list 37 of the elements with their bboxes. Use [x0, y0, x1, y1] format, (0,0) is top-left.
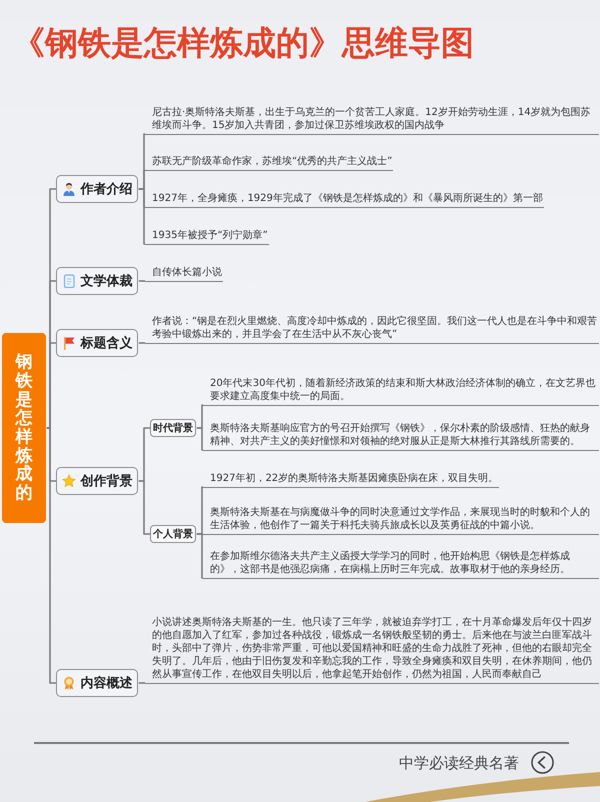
connector-line	[196, 427, 204, 451]
note-text: 自传体长篇小说	[145, 266, 223, 282]
central-topic-box	[2, 333, 46, 523]
subtopic-box: 个人背景	[150, 525, 196, 543]
note-text: 作者说：“钢是在烈火里燃烧、高度冷却中炼成的，因此它很坚固。我们这一代人也是在斗争中和艰苦考验中锻炼出来的，并且学会了在生活中从不灰心丧气”	[145, 314, 599, 344]
topic-label: 标题含义	[80, 334, 132, 352]
topic-label: 创作背景	[80, 472, 132, 490]
topic-box	[56, 329, 138, 357]
topic-label: 文学体裁	[80, 272, 132, 290]
note-text: 1927年，全身瘫痪，1929年完成了《钢铁是怎样炼成的》和《暴风雨所诞生的》第一部	[145, 192, 544, 208]
topic-box	[56, 669, 138, 697]
note-text: 20年代末30年代初，随着新经济政策的结束和斯大林政治经济体制的确立，在文艺界也要求建立高度集中统一的局面。	[203, 376, 599, 406]
connector-line	[196, 533, 203, 535]
note-text: 1935年被授予“列宁勋章”	[145, 228, 269, 245]
connector-line	[138, 682, 145, 684]
note-text: 奥斯特洛夫斯基响应官方的号召开始撰写《钢铁》，保尔朴素的阶级感情、狂热的献身精神、对共产主义的美好憧憬和对领袖的绝对服从正是斯大林推行其路线所需要的。	[203, 422, 599, 451]
central-topic-text: 钢铁是怎样炼成的	[16, 353, 32, 503]
footer-text: 中学必读经典名著	[399, 753, 519, 773]
note-text: 奥斯特洛夫斯基在与病魔做斗争的同时决意通过文学作品，来展现当时的时貌和个人的生活体验，他创作了一篇关于科托夫骑兵旅成长以及英勇征战的中篇小说。	[203, 506, 599, 535]
topic-label: 内容概述	[80, 674, 132, 692]
note-text: 尼古拉·奥斯特洛夫斯基，出生于乌克兰的一个贫苦工人家庭。12岁开始劳动生涯，14岁就为包围苏维埃而斗争。15岁加入共青团，参加过保卫苏维埃政权的国内战争	[145, 106, 599, 135]
connector-line	[138, 188, 146, 245]
topic-box	[56, 467, 138, 495]
note-text: 苏联无产阶级革命作家，苏维埃“优秀的共产主义战士”	[145, 154, 394, 171]
note-text: 1927年初，22岁的奥斯特洛夫斯基因瘫痪卧病在床，双目失明。	[203, 472, 500, 488]
note-text: 在参加斯维尔德洛夫共产主义函授大学学习的同时，他开始构思《钢铁是怎样炼成的》，这部书是他强忍病痛，在病榻上历时三年完成。故事取材于他的亲身经历。	[203, 550, 599, 579]
connector-line	[46, 427, 56, 684]
topic-box	[56, 175, 138, 203]
topic-box	[56, 267, 138, 295]
title: 《钢铁是怎样炼成的》思维导图	[12, 22, 474, 64]
topic-label: 作者介绍	[80, 181, 132, 198]
connector-line	[138, 480, 150, 535]
connector-line	[46, 342, 56, 429]
note-text: 小说讲述奥斯特洛夫斯基的一生。他只读了三年学，就被迫弃学打工，在十月革命爆发后年仅十四岁的他自愿加入了红军，参加过各种战役，锻炼成一名钢铁般坚韧的勇士。后来他在与波兰白匪军战斗时，头部中了弹片，伤势非常严重，可他以爱国精神和旺盛的生命力战胜了死神，但他的右眼却完全失明了。几年后，他由于旧伤复发和辛勤忘我的工作，导致全身瘫痪和双目失明，在休养期间，他仍然从事宣传工作，在他双目失明以后，他拿起笔开始创作，仍然为祖国，人民而奉献自己	[145, 616, 599, 684]
subtopic-box: 时代背景	[150, 419, 196, 437]
connector-line	[138, 280, 145, 282]
connector-line	[138, 342, 145, 344]
